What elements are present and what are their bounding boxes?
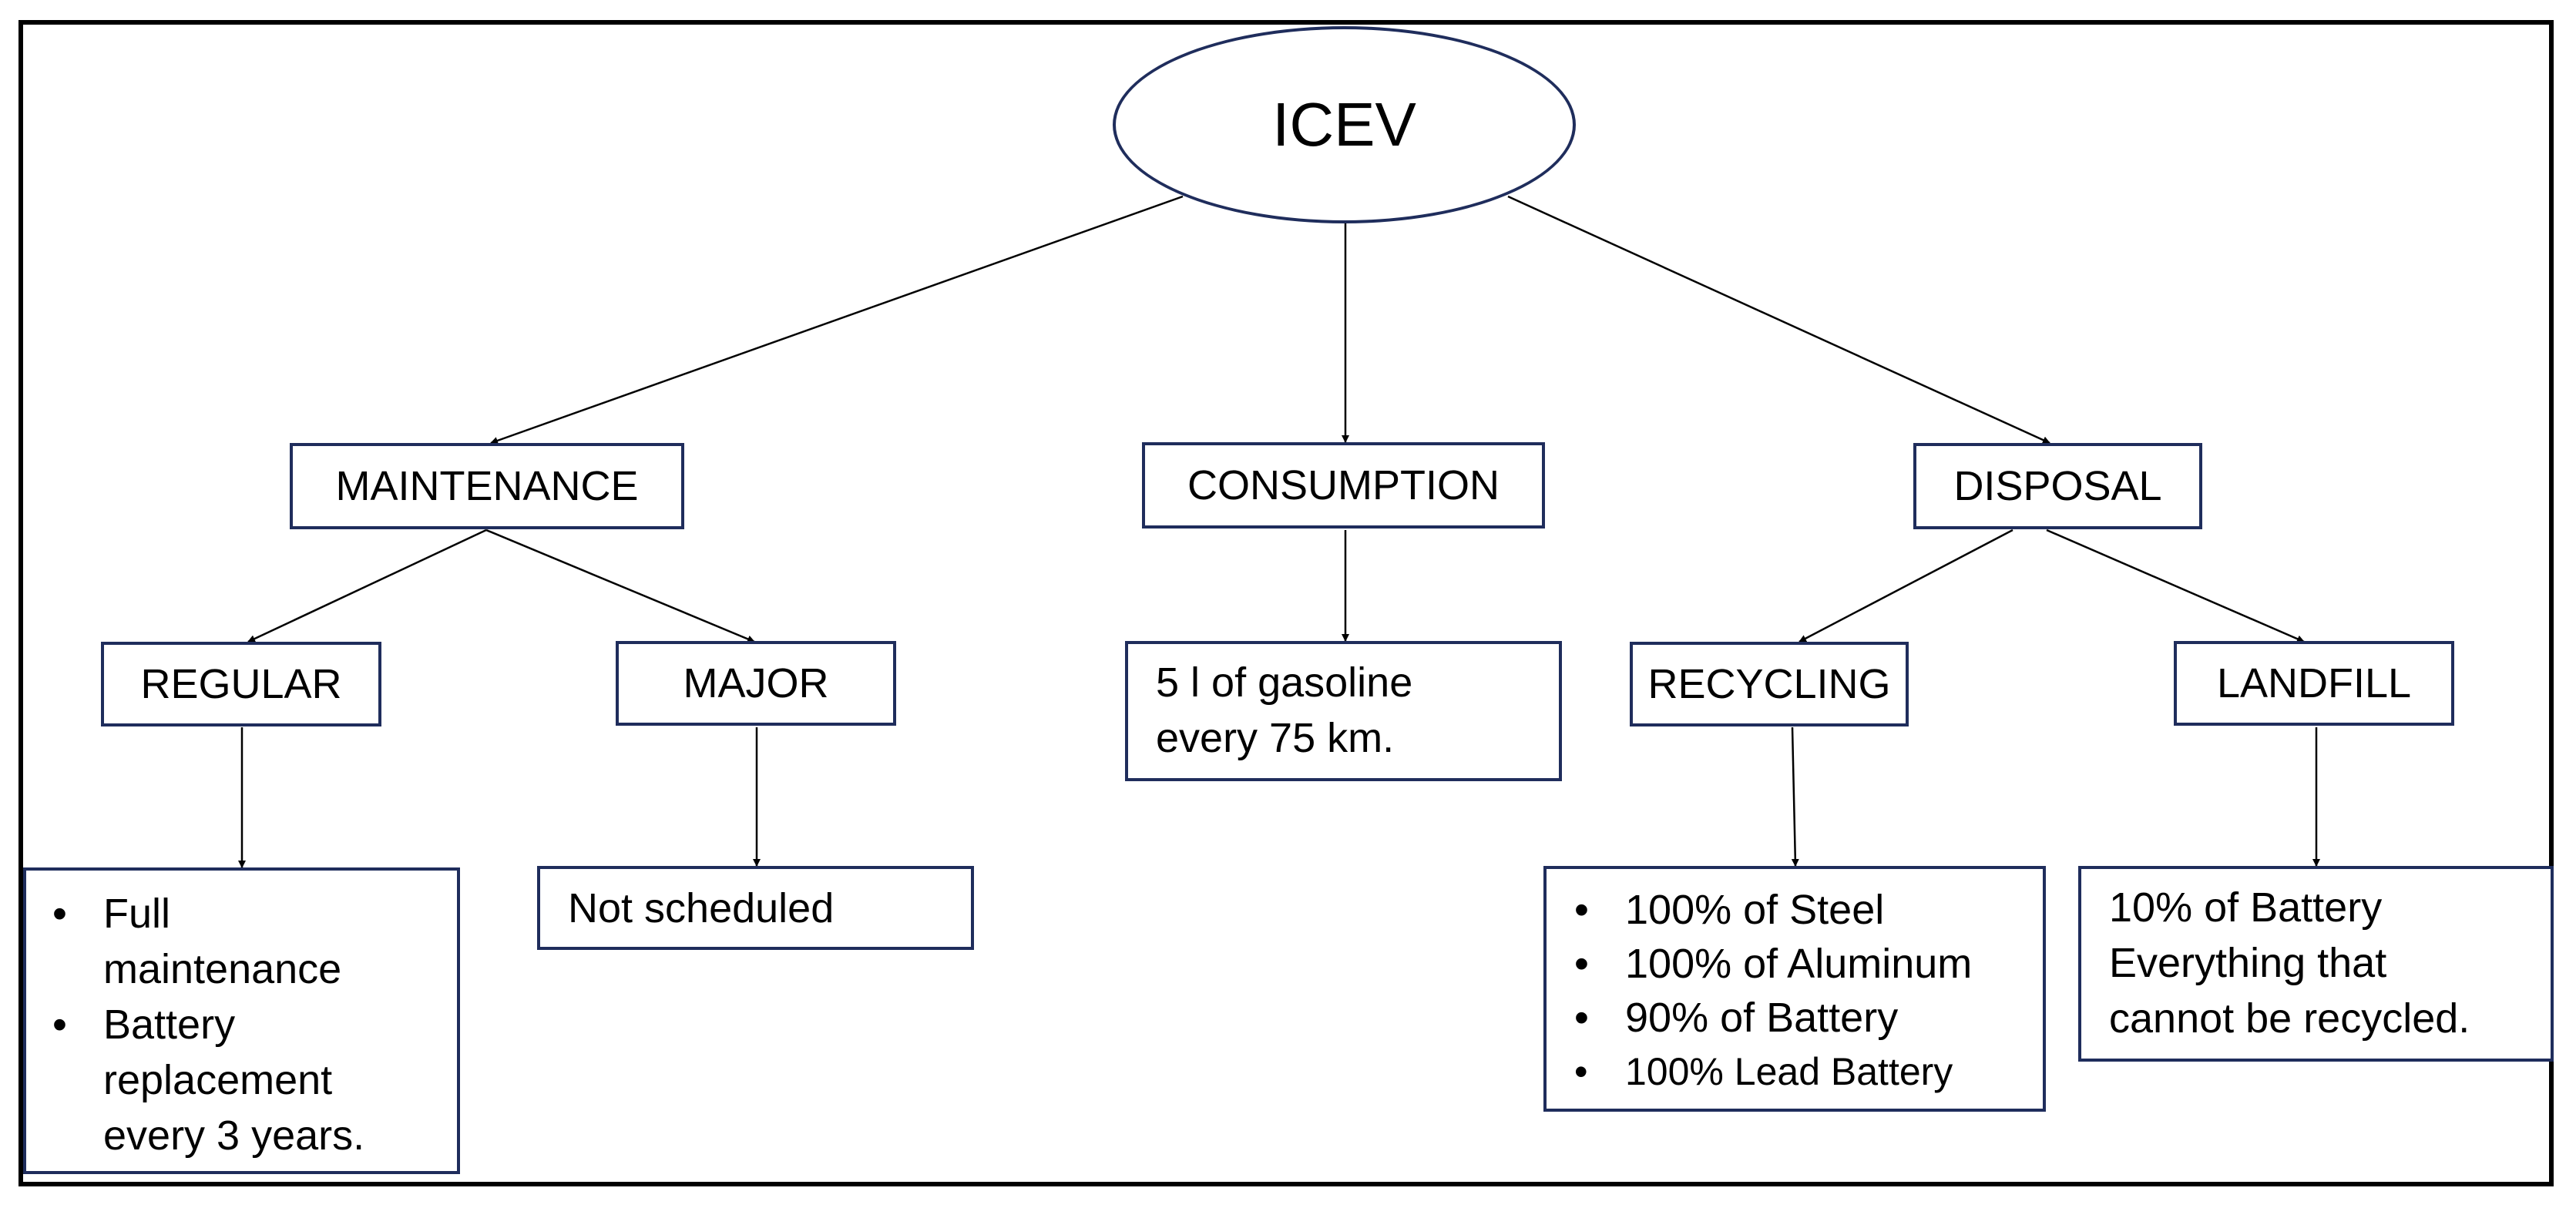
subcategory-major-label: MAJOR bbox=[683, 660, 829, 706]
leaf-landfill-details: 10% of Battery Everything that cannot be… bbox=[2078, 866, 2554, 1062]
major-text: Not scheduled bbox=[568, 884, 835, 931]
consumption-line: 5 l of gasoline bbox=[1156, 659, 1413, 706]
subcategory-recycling: RECYCLING bbox=[1630, 642, 1909, 726]
subcategory-regular-label: REGULAR bbox=[140, 661, 342, 707]
recycling-bullet-item: 100% Lead Battery bbox=[1547, 1045, 2043, 1099]
regular-bullet-item: Battery replacement every 3 years. bbox=[26, 997, 457, 1163]
leaf-consumption-details: 5 l of gasoline every 75 km. bbox=[1125, 641, 1562, 781]
recycling-bullet-item: 100% of Aluminum bbox=[1547, 937, 2043, 991]
landfill-line: 10% of Battery bbox=[2109, 884, 2383, 931]
landfill-line: Everything that bbox=[2109, 940, 2387, 986]
landfill-line: cannot be recycled. bbox=[2109, 995, 2470, 1042]
edge-icev-disposal bbox=[1507, 195, 2050, 445]
bullet-line: replacement bbox=[103, 1057, 333, 1103]
edge-maintenance-regular bbox=[247, 528, 487, 643]
category-consumption-label: CONSUMPTION bbox=[1187, 462, 1500, 508]
leaf-major-details: Not scheduled bbox=[537, 866, 974, 950]
bullet-line: maintenance bbox=[103, 946, 342, 992]
bullet-line: Full bbox=[103, 891, 171, 937]
root-node-icev: ICEV bbox=[1113, 26, 1576, 223]
diagram-frame bbox=[18, 20, 2554, 1186]
recycling-bullet-item: 100% of Steel bbox=[1547, 883, 2043, 937]
edge-icev-maintenance bbox=[490, 195, 1184, 445]
root-label: ICEV bbox=[1272, 90, 1416, 159]
edge-disposal-recycling bbox=[1798, 528, 2013, 643]
subcategory-landfill-label: LANDFILL bbox=[2216, 660, 2412, 706]
bullet-line: Battery bbox=[103, 1002, 236, 1048]
subcategory-regular: REGULAR bbox=[101, 642, 381, 726]
consumption-line: every 75 km. bbox=[1156, 715, 1395, 761]
subcategory-major: MAJOR bbox=[616, 641, 896, 726]
category-maintenance-label: MAINTENANCE bbox=[335, 463, 639, 509]
category-maintenance: MAINTENANCE bbox=[290, 443, 684, 529]
edge-disposal-landfill bbox=[2046, 528, 2305, 643]
recycling-bullet-item: 90% of Battery bbox=[1547, 991, 2043, 1045]
category-disposal-label: DISPOSAL bbox=[1953, 463, 2162, 509]
category-consumption: CONSUMPTION bbox=[1142, 442, 1545, 528]
leaf-regular-details: Full maintenance Battery replacement eve… bbox=[23, 867, 460, 1174]
regular-bullet-item: Full maintenance bbox=[26, 886, 457, 997]
subcategory-landfill: LANDFILL bbox=[2174, 641, 2454, 726]
bullet-line: every 3 years. bbox=[103, 1112, 365, 1159]
category-disposal: DISPOSAL bbox=[1913, 443, 2202, 529]
edge-recycling-leaf bbox=[1791, 726, 1799, 867]
leaf-recycling-details: 100% of Steel 100% of Aluminum 90% of Ba… bbox=[1543, 866, 2046, 1112]
edge-maintenance-major bbox=[485, 528, 755, 643]
subcategory-recycling-label: RECYCLING bbox=[1647, 661, 1891, 707]
